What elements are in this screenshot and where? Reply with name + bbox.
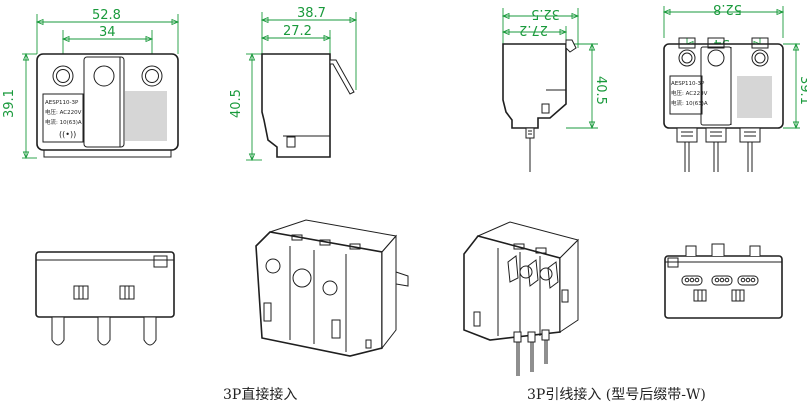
iso-view-wire bbox=[463, 221, 579, 376]
wire-side-body-depth-dim: 27.2 bbox=[519, 22, 548, 37]
wire-front-width-dim: 52.8 bbox=[713, 1, 742, 16]
front-label-current: 电流: 10(63)A bbox=[45, 118, 82, 126]
wire-front-height-dim: 39.1 bbox=[797, 76, 807, 105]
caption-wire-connection: 3P引线接入 (型号后缀带-W) bbox=[527, 387, 706, 403]
front-height-dim: 39.1 bbox=[2, 89, 17, 118]
wire-side-height-dim: 40.5 bbox=[593, 76, 608, 105]
side-height-dim: 40.5 bbox=[229, 89, 244, 118]
caption-direct-connection: 3P直接接入 bbox=[223, 387, 298, 403]
front-width-dim: 52.8 bbox=[92, 8, 121, 23]
front-view-wire: 52.8 34 39.1 AESP110-3P 电压: AC220V 电流: 1… bbox=[662, 1, 807, 172]
bottom-view-wire bbox=[664, 243, 783, 319]
front-view-direct: 52.8 34 39.1 AESP110-3P 电压: AC220V 电流: 1… bbox=[2, 8, 180, 160]
wire-front-label-voltage: 电压: AC220V bbox=[671, 89, 708, 97]
wire-front-grey-panel bbox=[737, 76, 772, 118]
iso-view-direct bbox=[255, 219, 409, 357]
bottom-view-direct bbox=[35, 251, 175, 346]
front-pin-spacing-dim: 34 bbox=[99, 25, 116, 40]
wire-side-depth-dim: 32.5 bbox=[531, 6, 560, 21]
antenna-icon: ((•)) bbox=[59, 130, 76, 139]
front-label-grey-panel bbox=[125, 91, 167, 141]
side-view-direct: 38.7 27.2 40.5 bbox=[229, 6, 358, 162]
wire-front-label-current: 电流: 10(63)A bbox=[671, 99, 708, 107]
side-body-depth-dim: 27.2 bbox=[283, 24, 312, 39]
wire-front-label-model: AESP110-3P bbox=[671, 81, 705, 87]
front-label-model: AESP110-3P bbox=[45, 100, 79, 106]
front-label-voltage: 电压: AC220V bbox=[45, 108, 82, 116]
side-view-wire: 32.5 27.2 40.5 bbox=[501, 6, 608, 172]
side-depth-dim: 38.7 bbox=[297, 6, 326, 21]
